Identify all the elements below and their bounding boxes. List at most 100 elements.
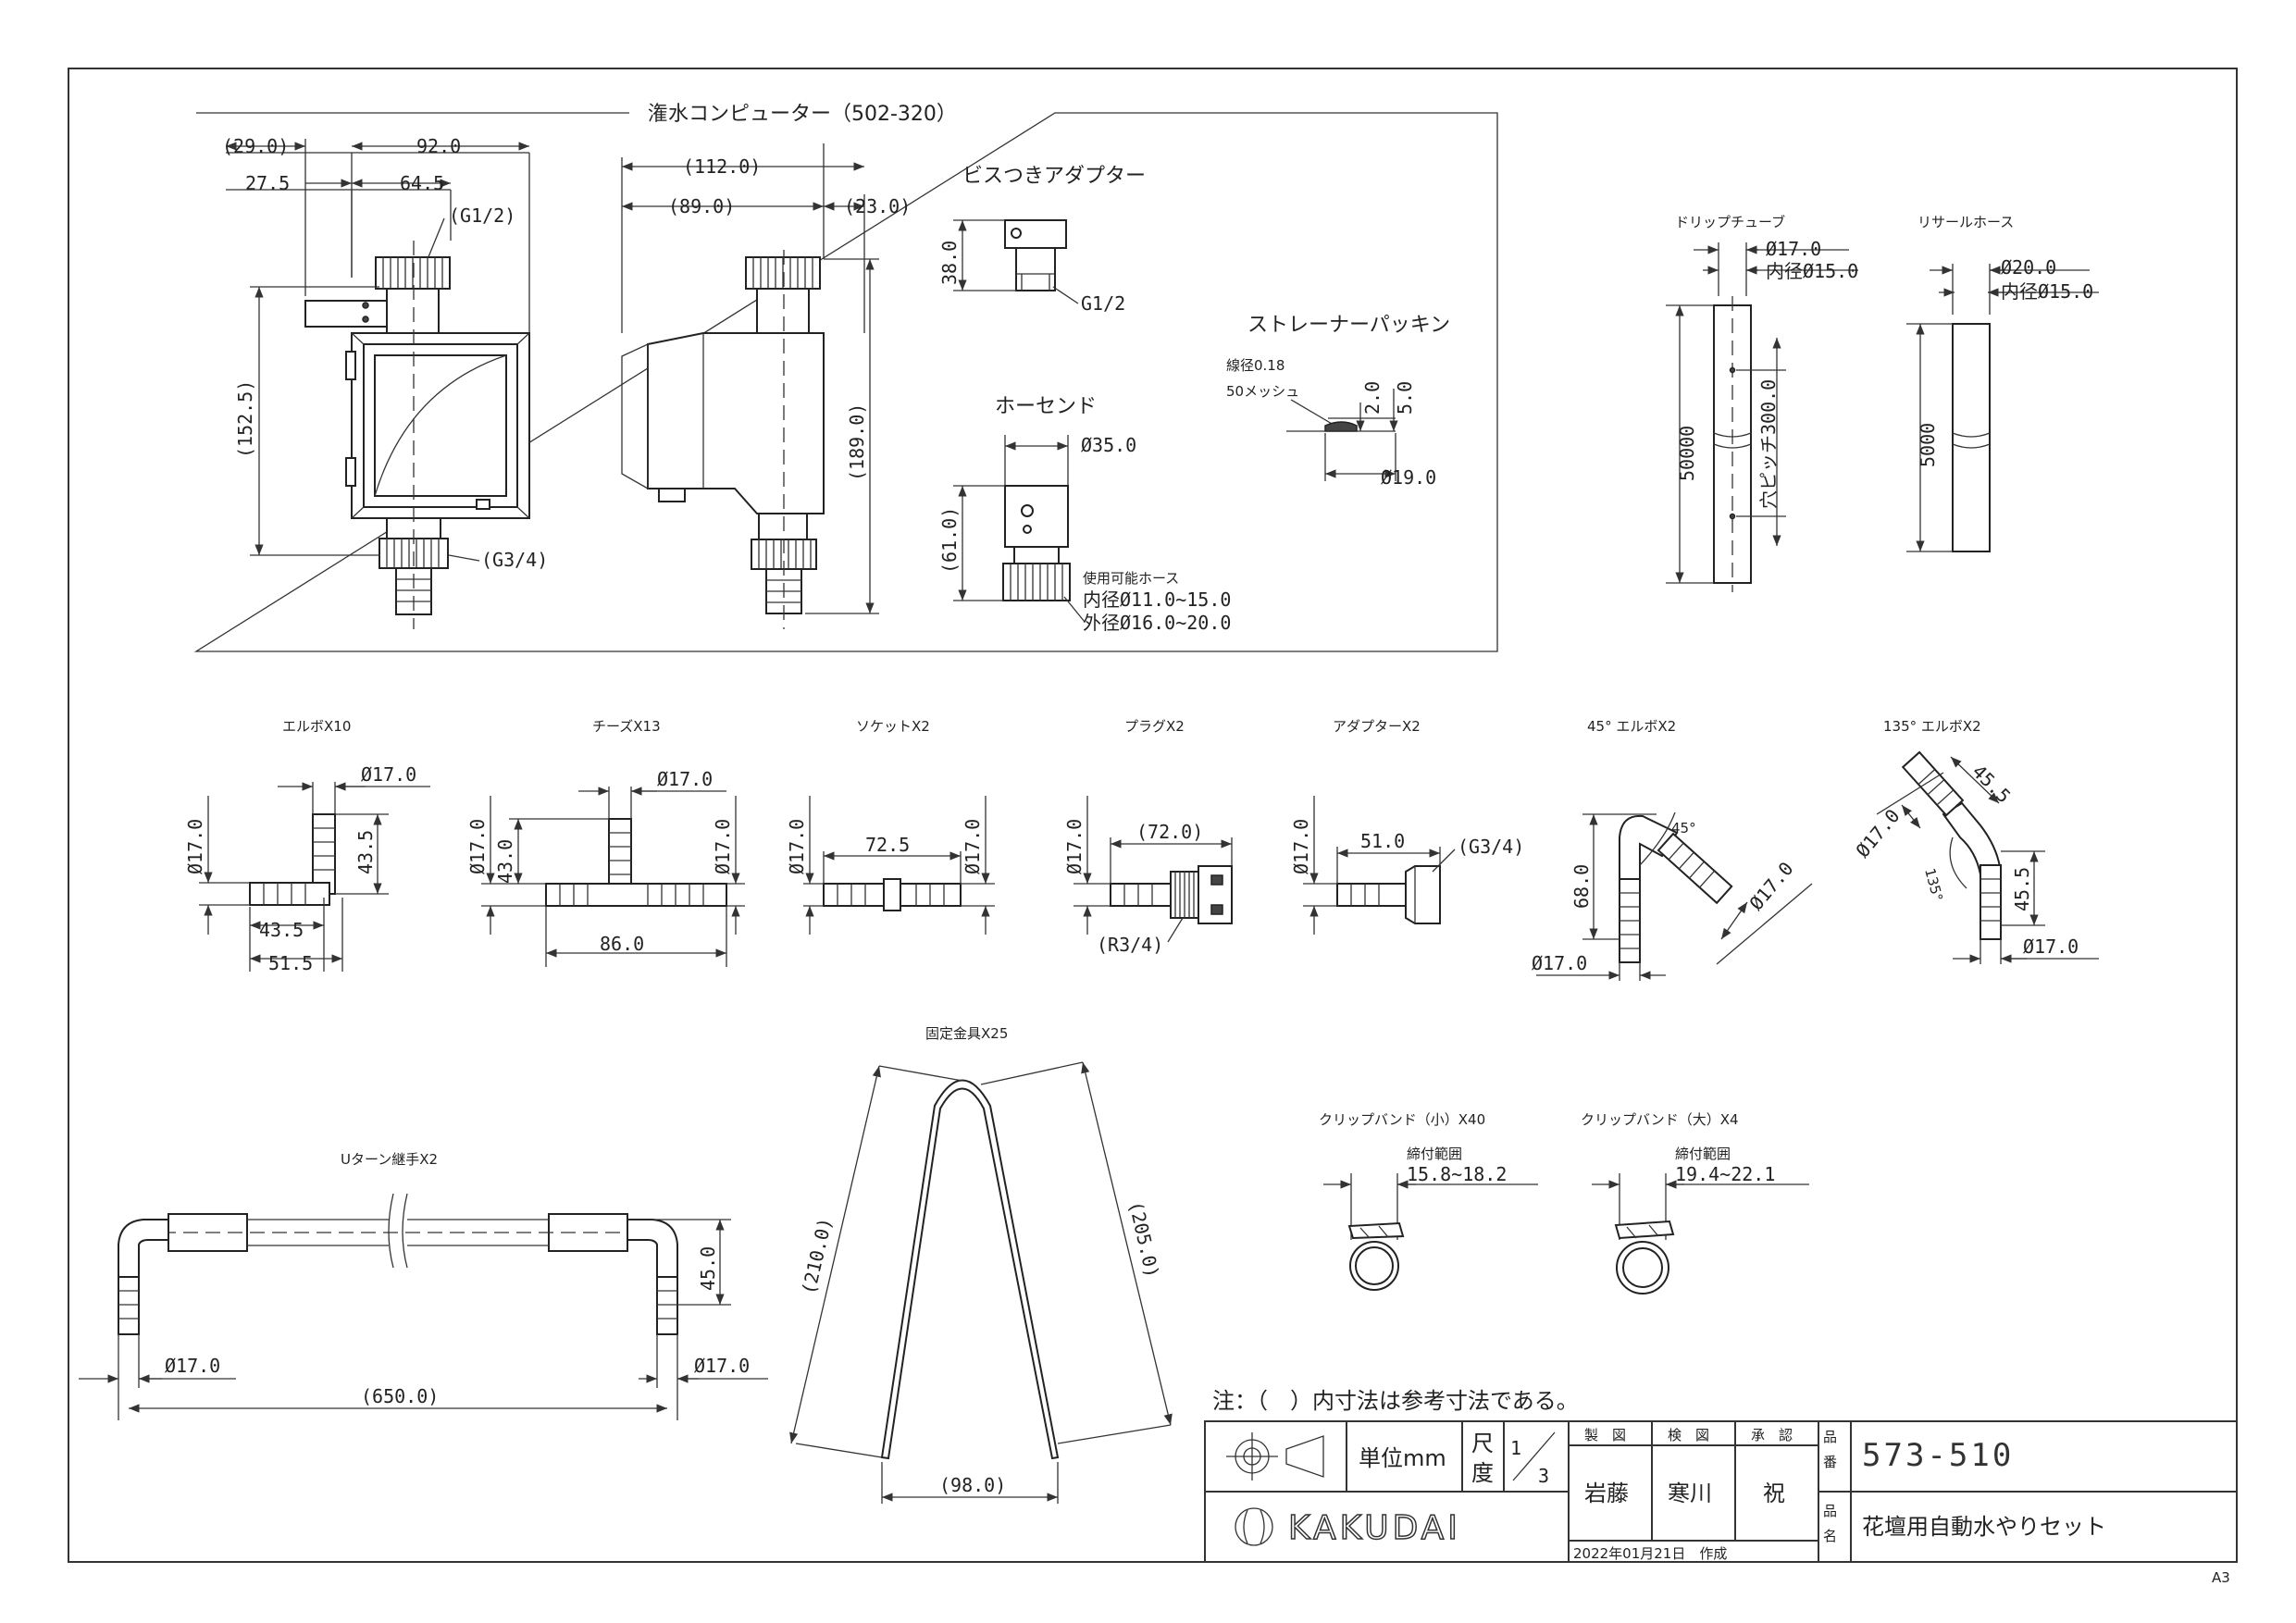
drip-tube: ドリップチューブ Ø17.0 内径Ø15.0 50000 穴ピッチ300.0 [1666, 214, 1858, 592]
strainer-mesh: 50メッシュ [1226, 383, 1299, 400]
made-by: 岩藤 [1584, 1481, 1629, 1506]
clip-band-large: クリップバンド（大）X4 締付範囲 19.4~22.1 [1581, 1111, 1809, 1295]
approved-by: 祝 [1763, 1481, 1785, 1506]
socket-d-right: Ø17.0 [962, 819, 984, 874]
computer-front-view: (29.0) 92.0 27.5 64.5 (G1/2) [222, 135, 548, 629]
recycle-hose: リサールホース Ø20.0 内径Ø15.0 5000 [1906, 214, 2099, 552]
recycle-hose-od: Ø20.0 [2001, 256, 2056, 279]
fixing-l2: (205.0) [1124, 1199, 1163, 1281]
elbow-w2: 51.5 [268, 952, 313, 974]
adapter2-title: アダプターX2 [1333, 718, 1421, 735]
plug-title: プラグX2 [1124, 718, 1185, 735]
checked-by: 寒川 [1668, 1481, 1712, 1506]
elbow45-h: 68.0 [1570, 864, 1593, 909]
adapter-x2: アダプターX2 Ø17.0 51.0 (G3/4) [1290, 718, 1524, 935]
thread-top: (G1/2) [449, 204, 515, 227]
uturn-w: (650.0) [361, 1385, 439, 1407]
part-number: 573-510 [1862, 1437, 2014, 1474]
dim-23: (23.0) [844, 195, 911, 217]
elbow-d-top: Ø17.0 [361, 763, 416, 786]
plug-d-left: Ø17.0 [1063, 819, 1086, 874]
elbow-title: エルボX10 [282, 718, 351, 735]
clip-large-title: クリップバンド（大）X4 [1581, 1111, 1739, 1128]
elbow45-title: 45° エルボX2 [1587, 718, 1676, 735]
projection-symbol-icon [1226, 1432, 1324, 1481]
checked-label: 検 図 [1668, 1427, 1709, 1443]
elbow45-angle: 45° [1671, 820, 1696, 836]
plug-x2: プラグX2 Ø17.0 (72.0) (R3/4) [1063, 718, 1233, 956]
elbow45-d-bottom: Ø17.0 [1532, 952, 1587, 974]
elbow135-angle: 135° [1921, 866, 1946, 903]
dim-189: (189.0) [846, 403, 868, 481]
product-name: 花壇用自動水やりセット [1862, 1514, 2106, 1540]
clip-large-range: 19.4~22.1 [1675, 1163, 1775, 1185]
part-no-label-2: 番 [1823, 1454, 1837, 1470]
scale-denominator: 3 [1538, 1465, 1549, 1487]
strainer-packing: ストレーナーパッキン 線径0.18 50メッシュ Ø19.0 2.0 5.0 [1226, 314, 1450, 489]
hose-end-note-3: 外径Ø16.0~20.0 [1083, 612, 1231, 634]
dim-29: (29.0) [222, 135, 289, 157]
clip-small-range: 15.8~18.2 [1407, 1163, 1507, 1185]
computer-side-view: (112.0) (89.0) (23.0) (189.0) [621, 143, 911, 629]
drip-tube-od: Ø17.0 [1766, 238, 1821, 260]
socket-w: 72.5 [865, 834, 910, 856]
elbow135-title: 135° エルボX2 [1883, 718, 1981, 735]
hose-end-title: ホーセンド [995, 395, 1097, 418]
adapter-title: ビスつきアダプター [962, 165, 1146, 188]
strainer-wire: 線径0.18 [1226, 357, 1285, 374]
tee-d-top: Ø17.0 [657, 768, 713, 790]
reference-note: 注：（ ）内寸法は参考寸法である。 [1212, 1388, 1579, 1414]
scale-label-1: 尺 [1471, 1431, 1494, 1456]
approved-label: 承 認 [1751, 1427, 1793, 1443]
company-name: KAKUDAI [1288, 1509, 1461, 1547]
elbow135-d2: 45.5 [2011, 867, 2033, 911]
tee-x13: チーズX13 Ø17.0 43.0 Ø17.0 Ø17.0 86.0 [466, 718, 745, 967]
name-label-2: 名 [1823, 1528, 1837, 1544]
section-title: 潅水コンピューター（502-320） [648, 103, 957, 126]
hose-end: ホーセンド Ø35.0 (61.0) 使用可能ホース 内径Ø11.0~15.0 … [938, 395, 1231, 634]
made-label: 製 図 [1584, 1427, 1626, 1443]
water-computer-section: 潅水コンピューター（502-320） (29.0) 92.0 27.5 64.5… [193, 103, 1498, 652]
drip-tube-title: ドリップチューブ [1675, 214, 1785, 230]
plug-w: (72.0) [1136, 821, 1203, 843]
elbow-h: 43.5 [354, 830, 377, 874]
hose-end-note-2: 内径Ø11.0~15.0 [1083, 588, 1231, 611]
hose-end-dim-61: (61.0) [938, 507, 961, 574]
thread-bottom: (G3/4) [481, 549, 548, 571]
drip-tube-pitch: 穴ピッチ300.0 [1757, 379, 1780, 509]
dim-89: (89.0) [668, 195, 735, 217]
dim-152-5: (152.5) [234, 380, 256, 458]
fixing-w: (98.0) [939, 1474, 1006, 1496]
sheet-border [68, 68, 2238, 1563]
elbow135-d-bottom: Ø17.0 [2023, 935, 2079, 958]
elbow-x10: エルボX10 Ø17.0 43.5 Ø17.0 43.5 51.5 [184, 718, 430, 974]
plug-thread: (R3/4) [1097, 934, 1163, 956]
adapter2-thread: (G3/4) [1458, 836, 1524, 858]
elbow-d-left: Ø17.0 [184, 819, 206, 874]
screw-adapter: ビスつきアダプター 38.0 G1/2 [938, 165, 1146, 315]
uturn-title: Uターン継手X2 [341, 1151, 438, 1168]
socket-x2: ソケットX2 Ø17.0 Ø17.0 72.5 [786, 718, 995, 935]
elbow-w: 43.5 [259, 919, 304, 941]
sheet-size: A3 [2212, 1569, 2230, 1586]
uturn-h: 45.0 [697, 1246, 719, 1291]
strainer-dim-2: 2.0 [1361, 381, 1384, 415]
adapter-thread: G1/2 [1081, 292, 1125, 315]
drip-tube-length: 50000 [1676, 426, 1698, 481]
clip-band-small: クリップバンド（小）X40 締付範囲 15.8~18.2 [1319, 1111, 1538, 1291]
uturn-d-left: Ø17.0 [165, 1355, 220, 1377]
socket-d-left: Ø17.0 [786, 819, 808, 874]
tee-d-left: Ø17.0 [466, 819, 489, 874]
clip-small-range-label: 締付範囲 [1407, 1146, 1462, 1162]
adapter2-w: 51.0 [1360, 830, 1405, 852]
part-no-label-1: 品 [1823, 1429, 1837, 1445]
name-label-1: 品 [1823, 1503, 1837, 1519]
dim-112: (112.0) [683, 155, 761, 178]
scale-label-2: 度 [1471, 1460, 1494, 1486]
u-turn-joint-x2: Uターン継手X2 45.0 Ø17.0 Ø17.0 (650.0) [79, 1151, 768, 1420]
title-block: 単位mm 尺 度 1 3 製 図 検 図 承 認 岩藤 寒川 祝 2022年01… [1204, 1420, 2238, 1563]
drip-tube-id: 内径Ø15.0 [1766, 260, 1858, 282]
adapter-dim-38: 38.0 [938, 241, 961, 285]
dim-64-5: 64.5 [400, 172, 444, 194]
